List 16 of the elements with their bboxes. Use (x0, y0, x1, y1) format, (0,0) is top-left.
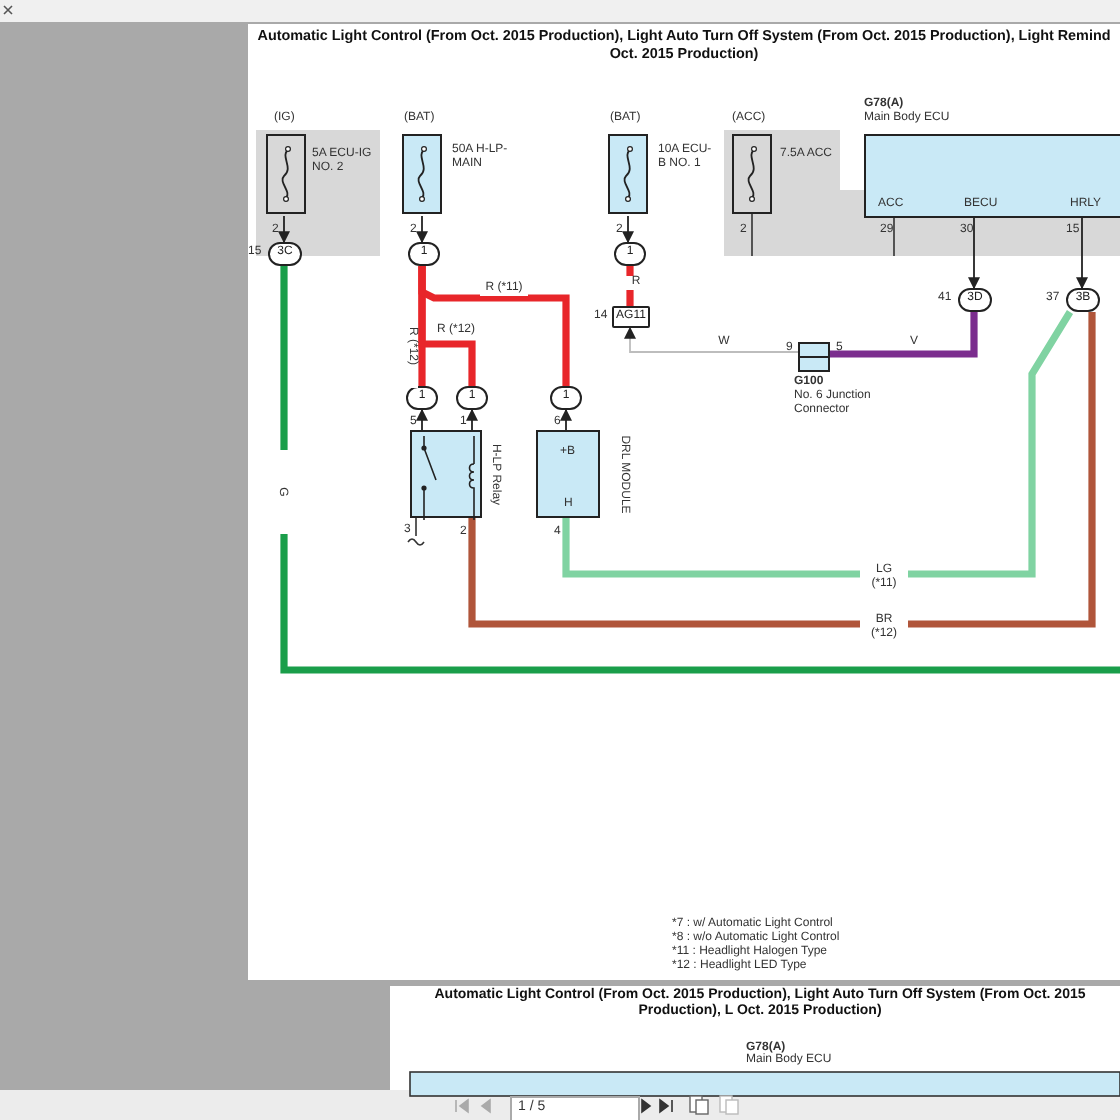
wire (562, 310, 1074, 578)
connector-line (560, 408, 572, 431)
wire (626, 266, 634, 306)
connector-line (968, 217, 980, 290)
wire (468, 312, 1096, 628)
connector-line (416, 215, 428, 244)
connector-line (416, 408, 428, 431)
connector-line (466, 408, 478, 431)
junction-connector (798, 342, 830, 372)
wire (418, 266, 570, 386)
connector-line (1076, 217, 1088, 290)
wire (830, 312, 978, 358)
connector-line (624, 326, 799, 353)
wire (280, 266, 1120, 674)
connector-line (622, 215, 634, 244)
connector-line (278, 215, 290, 244)
